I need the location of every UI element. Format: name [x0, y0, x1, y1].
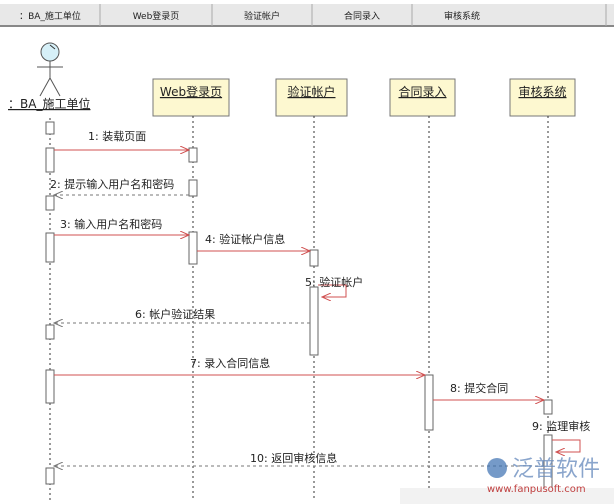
header-cell-2: 验证帐户 [244, 10, 280, 22]
self-message-arrow [552, 439, 581, 452]
message-label-6: 6: 帐户验证结果 [135, 307, 215, 321]
message-label-8: 8: 提交合同 [450, 381, 508, 395]
object-label-0: Web登录页 [160, 84, 222, 99]
message-label-5: 5: 验证帐户 [305, 275, 363, 289]
header-cell-3: 合同录入 [344, 10, 380, 22]
brand-logo-icon [487, 458, 507, 478]
activation-bar [543, 399, 553, 415]
watermark-band [400, 488, 614, 504]
object-box-2 [389, 78, 456, 117]
activation-bar [188, 147, 198, 163]
activation-bar [309, 249, 319, 267]
self-message-arrow [318, 284, 347, 297]
activation-bar [45, 147, 55, 173]
activation-bar [45, 195, 55, 211]
object-label-2: 合同录入 [398, 84, 446, 99]
actor-head-icon [40, 42, 60, 62]
object-box-0 [152, 78, 230, 117]
message-label-4: 4: 验证帐户信息 [205, 232, 285, 246]
activation-bar [45, 324, 55, 340]
header-bar [0, 4, 614, 26]
object-label-3: 审核系统 [518, 84, 566, 99]
header-cell-0: ：BA_施工单位 [19, 10, 81, 22]
activation-bar [424, 374, 434, 431]
activation-bar [188, 231, 198, 265]
activation-bar [45, 121, 55, 135]
header-cell-1: Web登录页 [133, 11, 180, 22]
object-box-1 [275, 78, 348, 117]
watermark-url: www.fanpusoft.com [487, 484, 586, 495]
activation-bar [188, 179, 198, 197]
message-label-3: 3: 输入用户名和密码 [60, 217, 162, 231]
actor-leg [49, 77, 61, 97]
message-label-7: 7: 录入合同信息 [190, 356, 270, 370]
object-label-1: 验证帐户 [287, 84, 335, 99]
message-label-10: 10: 返回审核信息 [250, 451, 337, 465]
actor-label: ：BA_施工单位 [8, 96, 90, 111]
activation-bar [45, 369, 55, 404]
message-label-9: 9: 监理审核 [532, 419, 590, 433]
watermark-brand: 泛普软件 [512, 457, 600, 482]
activation-bar [45, 467, 55, 485]
object-box-3 [509, 78, 576, 117]
actor-leg [39, 77, 51, 97]
actor-head-mark [49, 44, 56, 50]
message-label-2: 2: 提示输入用户名和密码 [50, 177, 174, 191]
message-label-1: 1: 装载页面 [88, 130, 146, 143]
header-cell-4: 审核系统 [444, 10, 480, 22]
activation-bar [309, 286, 319, 356]
activation-bar [45, 232, 55, 263]
